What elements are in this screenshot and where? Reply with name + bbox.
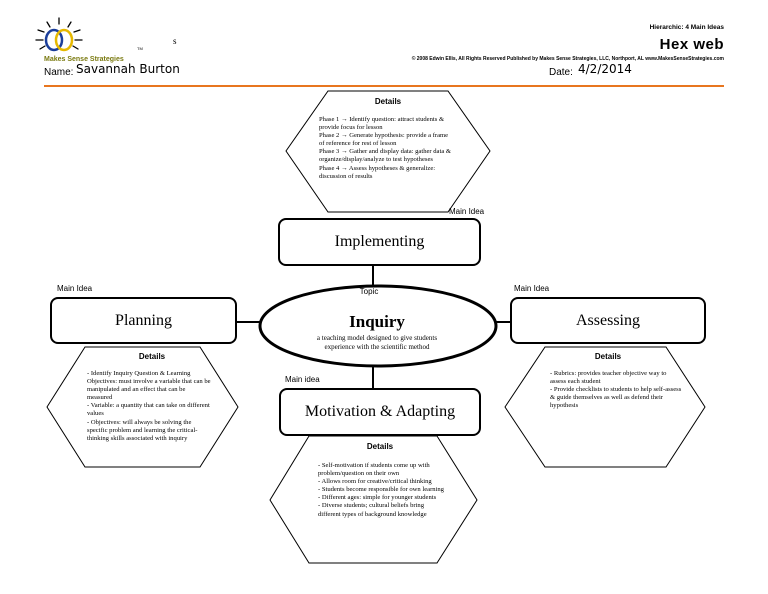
implementing-main-idea-tag: Main Idea [449,207,485,216]
main-idea-motivation: Motivation & Adapting [279,388,481,436]
trademark-mark: TM [137,46,143,51]
implementing-details-text: Phase 1 → Identify question: attract stu… [319,116,452,180]
assessing-details-label: Details [594,352,622,361]
motivation-main-idea-tag: Main idea [285,375,320,384]
planning-main-idea-tag: Main Idea [57,284,93,293]
hexagon-implementing-details [285,90,491,213]
s-mark: s [173,36,177,46]
assessing-title: Assessing [575,311,640,329]
date-label: Date: [549,67,573,78]
planning-title: Planning [115,311,172,329]
topic-title: Inquiry [349,312,405,331]
planning-details-text: - Identify Inquiry Question & Learning O… [87,370,211,442]
planning-details-label: Details [138,352,166,361]
hexagon-motivation-details [269,435,478,564]
header-divider [44,85,724,87]
motivation-details-text: - Self-motivation if students come up wi… [318,462,444,518]
logo [34,16,84,56]
implementing-details-label: Details [374,97,402,106]
hierarchic-label: Hierarchic: 4 Main Ideas [649,24,724,31]
name-label: Name: [44,67,74,78]
topic-description: a teaching model designed to give studen… [316,334,438,351]
implementing-title: Implementing [334,233,425,250]
name-value: Savannah Burton [76,62,180,76]
motivation-details-label: Details [366,442,394,451]
assessing-main-idea-tag: Main Idea [514,284,550,293]
page-title: Hex web [659,36,724,53]
copyright-line: © 2008 Edwin Ellis, All Rights Reserved … [411,56,724,62]
main-idea-planning: Planning [50,297,237,344]
main-idea-implementing: Implementing [278,218,481,266]
topic-ellipse [258,284,498,368]
topic-label: Topic [359,287,379,296]
motivation-title: Motivation & Adapting [304,403,456,420]
assessing-details-text: - Rubrics: provides teacher objective wa… [550,370,682,410]
main-idea-assessing: Assessing [510,297,706,344]
brand-text: Makes Sense Strategies [44,56,124,63]
hexagon-planning-details [46,346,239,468]
date-value: 4/2/2014 [578,62,632,76]
hexagon-assessing-details [504,346,706,468]
